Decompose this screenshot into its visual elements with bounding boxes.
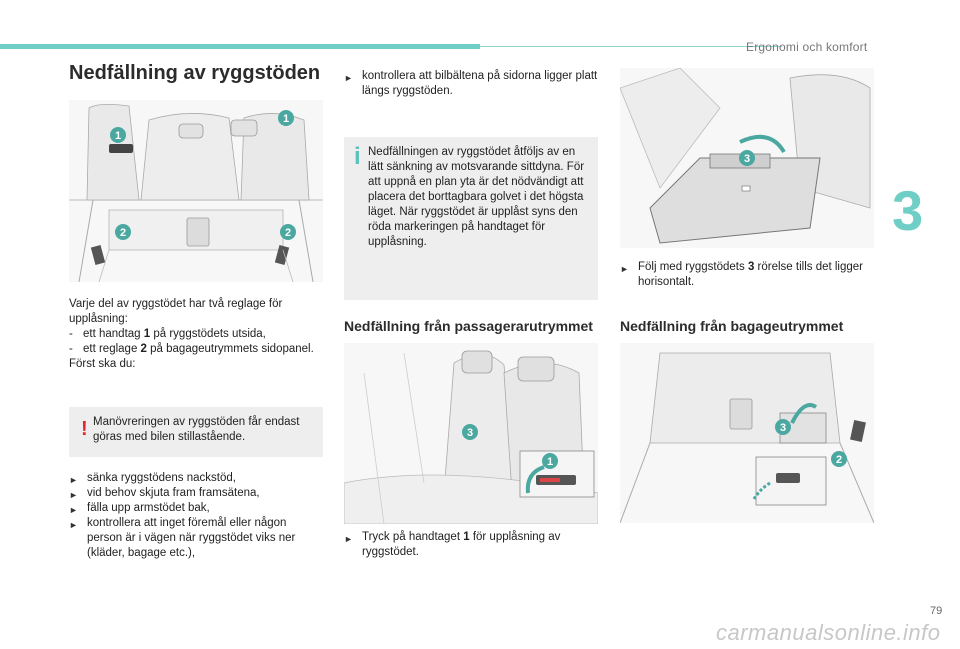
info-icon: i (354, 143, 361, 170)
illustration-rear-seat: 1 1 2 2 (69, 100, 323, 282)
badge-backrest-3: 3 (739, 150, 755, 166)
warning-box: ! Manövreringen av ryggstöden får endast… (69, 407, 323, 457)
figure-passenger-fold: 3 1 (344, 343, 598, 524)
badge-backrest-3: 3 (462, 424, 478, 440)
list-item: ►sänka ryggstödens nackstöd, (69, 471, 323, 486)
list-item: -ett handtag 1 på ryggstödets utsida, (69, 328, 266, 340)
list-item: ►Följ med ryggstödets 3 rörelse tills de… (620, 261, 863, 288)
arrow-bullet-icon: ► (620, 264, 629, 274)
arrow-bullet-icon: ► (69, 475, 78, 485)
chapter-number: 3 (892, 179, 924, 242)
warning-icon: ! (81, 418, 88, 440)
header-rule (480, 46, 782, 47)
illustration-luggage-fold: 3 2 (620, 343, 874, 523)
heading-passenger-compartment: Nedfällning från passagerarutrymmet (344, 318, 593, 334)
svg-text:2: 2 (120, 227, 126, 239)
svg-text:2: 2 (285, 227, 291, 239)
list-item: ►Tryck på handtaget 1 för upplåsning av … (344, 531, 561, 558)
warning-text: Manövreringen av ryggstöden får endast g… (93, 416, 300, 443)
page-number: 79 (930, 605, 943, 617)
dash-marker: - (69, 328, 73, 340)
caption-passenger: ►Tryck på handtaget 1 för upplåsning av … (344, 530, 598, 560)
badge-control-2-right: 2 (280, 224, 296, 240)
badge-control-2-left: 2 (115, 224, 131, 240)
list-item: -ett reglage 2 på bagageutrymmets sidopa… (69, 343, 314, 355)
page-title: Nedfällning av ryggstöden (69, 62, 321, 84)
arrow-bullet-icon: ► (69, 490, 78, 500)
badge-handle-1-left: 1 (110, 127, 126, 143)
svg-text:1: 1 (547, 456, 553, 468)
section-header: Ergonomi och komfort (746, 40, 868, 54)
arrow-bullet-icon: ► (344, 534, 353, 544)
figure-backrest-folding: 3 (620, 68, 874, 248)
info-box: i Nedfällningen av ryggstödet åtföljs av… (344, 137, 598, 300)
figure-luggage-fold: 3 2 (620, 343, 874, 523)
list-item: ►kontrollera att inget föremål eller någ… (69, 517, 296, 559)
list-item: ►vid behov skjuta fram framsätena, (69, 486, 323, 501)
info-text: Nedfällningen av ryggstödet åtföljs av e… (368, 146, 585, 248)
list-item: ►kontrollera att bilbältena på sidorna l… (344, 70, 598, 97)
badge-handle-1-right: 1 (278, 110, 294, 126)
badge-handle-1: 1 (542, 453, 558, 469)
intro-paragraph: Varje del av ryggstödet har två reglage … (69, 297, 323, 372)
steps-list-1: ►sänka ryggstödens nackstöd, ►vid behov … (69, 471, 323, 561)
watermark: carmanualsonline.info (716, 620, 941, 645)
step-seatbelts: ►kontrollera att bilbältena på sidorna l… (344, 69, 598, 99)
list-item: ►fälla upp armstödet bak, (69, 501, 323, 516)
illustration-passenger-fold: 3 1 (344, 343, 598, 524)
svg-text:3: 3 (780, 422, 786, 434)
svg-text:1: 1 (283, 113, 289, 125)
control-list: -ett handtag 1 på ryggstödets utsida, -e… (69, 327, 323, 357)
intro-text: Varje del av ryggstödet har två reglage … (69, 298, 283, 325)
svg-text:3: 3 (744, 153, 750, 165)
dash-marker: - (69, 343, 73, 355)
badge-backrest-3: 3 (775, 419, 791, 435)
arrow-bullet-icon: ► (344, 73, 353, 83)
illustration-backrest-folding: 3 (620, 68, 874, 248)
heading-luggage-compartment: Nedfällning från bagageutrymmet (620, 318, 844, 334)
caption-folding: ►Följ med ryggstödets 3 rörelse tills de… (620, 260, 874, 290)
figure-rear-seat-overview: 1 1 2 2 (69, 100, 323, 282)
svg-text:3: 3 (467, 427, 473, 439)
arrow-bullet-icon: ► (69, 520, 78, 530)
first-text: Först ska du: (69, 358, 136, 370)
svg-text:1: 1 (115, 130, 121, 142)
header-accent-bar (0, 44, 480, 49)
arrow-bullet-icon: ► (69, 505, 78, 515)
svg-text:2: 2 (836, 454, 842, 466)
badge-control-2: 2 (831, 451, 847, 467)
